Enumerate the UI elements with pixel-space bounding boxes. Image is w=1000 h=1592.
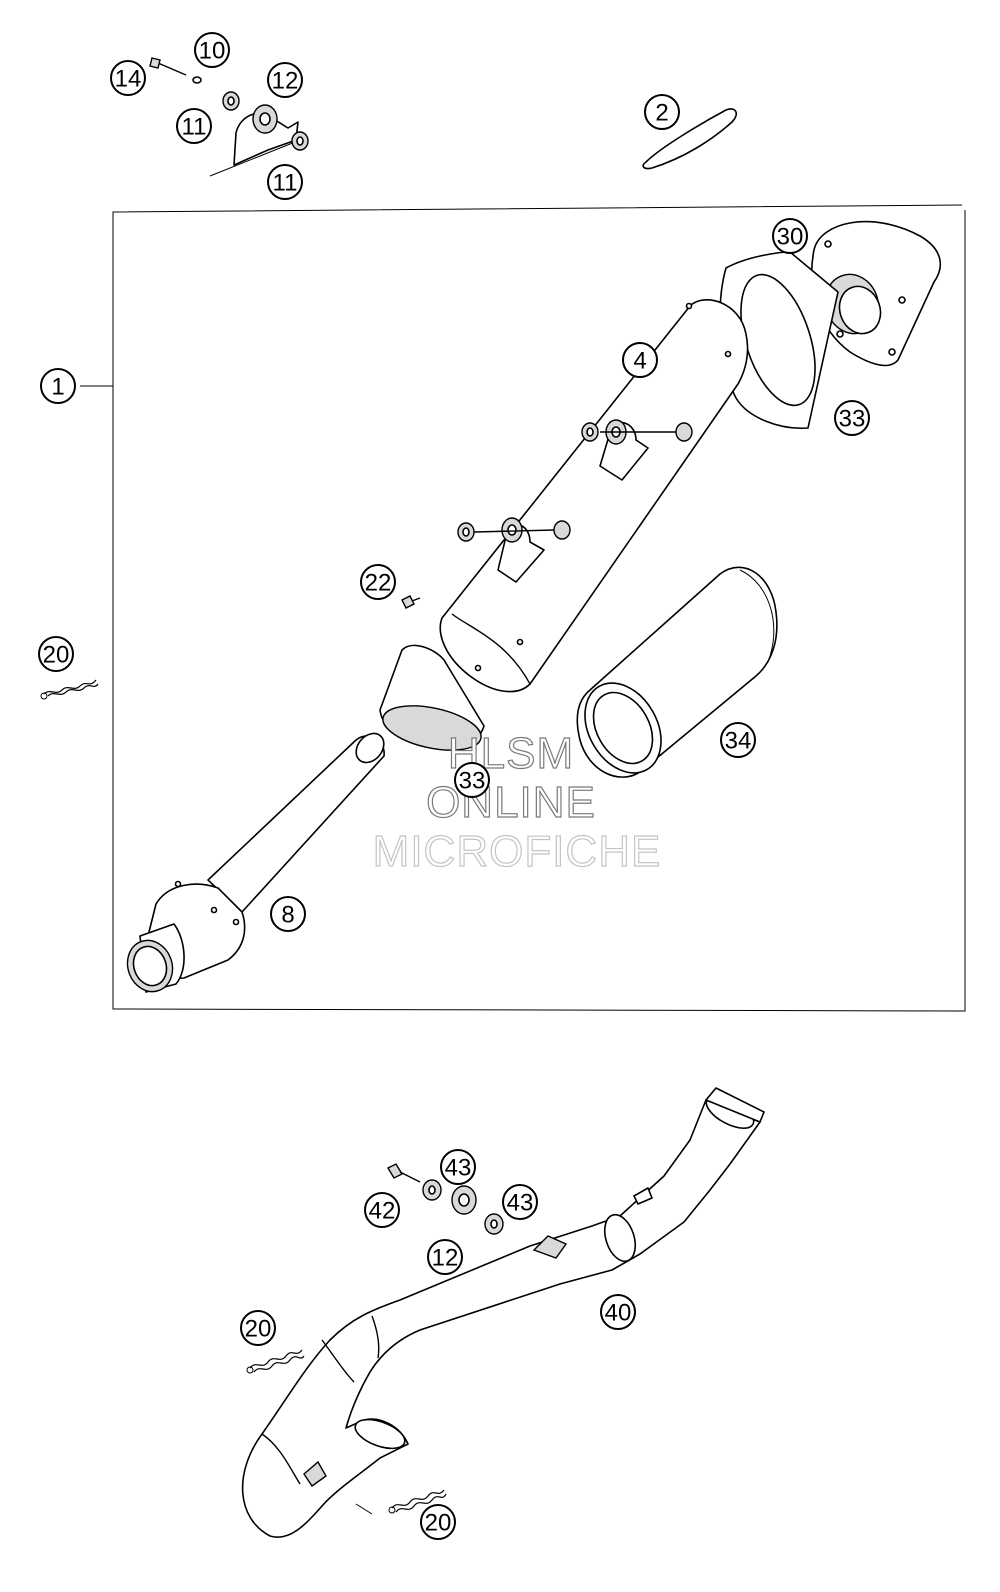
callout-42: 42 — [364, 1192, 400, 1228]
callout-label: 10 — [199, 38, 226, 65]
callout-label: 12 — [272, 68, 299, 95]
callout-11-lower: 11 — [267, 164, 303, 200]
callout-label: 43 — [445, 1155, 472, 1182]
callout-20-left: 20 — [38, 636, 74, 672]
callout-4: 4 — [622, 342, 658, 378]
callout-43-upper: 43 — [440, 1149, 476, 1185]
callout-33-rear: 33 — [834, 400, 870, 436]
callout-10: 10 — [194, 32, 230, 68]
callout-label: 1 — [51, 374, 64, 401]
callout-label: 2 — [655, 100, 668, 127]
callout-8: 8 — [270, 896, 306, 932]
callout-label: 33 — [459, 768, 486, 795]
callout-12-lower: 12 — [427, 1239, 463, 1275]
screw — [401, 595, 421, 609]
spring-bottom — [388, 1489, 447, 1514]
muffler-assembly-frame — [80, 204, 966, 1012]
callout-label: 11 — [273, 170, 298, 197]
rear-cone — [719, 251, 839, 429]
callout-20-bottom: 20 — [420, 1504, 456, 1540]
callout-33-front: 33 — [454, 762, 490, 798]
callout-20-header: 20 — [240, 1310, 276, 1346]
watermark-line-3: MICROFICHE — [373, 827, 662, 876]
spring-header — [246, 1349, 305, 1374]
spring-left — [40, 679, 99, 700]
callout-label: 30 — [777, 224, 804, 251]
inner-pipe — [126, 732, 385, 993]
callout-label: 4 — [633, 348, 646, 375]
callout-34: 34 — [720, 722, 756, 758]
muffler-body — [439, 299, 749, 693]
callout-14: 14 — [110, 60, 146, 96]
callout-label: 43 — [507, 1190, 534, 1217]
callout-label: 12 — [432, 1245, 459, 1272]
callout-label: 20 — [425, 1510, 452, 1537]
end-cap — [810, 220, 942, 367]
header-mount-hardware — [387, 1163, 504, 1235]
callout-22: 22 — [360, 564, 396, 600]
callout-30: 30 — [772, 218, 808, 254]
watermark-line-2: ONLINE — [426, 778, 596, 827]
callout-label: 33 — [839, 406, 866, 433]
packing-sleeve — [576, 566, 778, 778]
callout-label: 8 — [281, 902, 294, 929]
callout-label: 14 — [115, 66, 142, 93]
callout-12-upper: 12 — [267, 62, 303, 98]
mounting-bracket — [149, 57, 309, 177]
callout-label: 34 — [725, 728, 752, 755]
callout-label: 40 — [605, 1300, 632, 1327]
callout-label: 22 — [365, 570, 392, 597]
callout-11-upper: 11 — [176, 108, 212, 144]
callout-label: 20 — [245, 1316, 272, 1343]
callout-label: 11 — [182, 114, 207, 141]
callout-40: 40 — [600, 1294, 636, 1330]
front-cone — [379, 644, 485, 751]
callout-label: 20 — [43, 642, 70, 669]
callout-2: 2 — [644, 94, 680, 130]
heat-shield-strip — [642, 108, 738, 170]
callout-label: 42 — [369, 1198, 396, 1225]
callout-43-lower: 43 — [502, 1184, 538, 1220]
callout-1: 1 — [40, 368, 76, 404]
header-pipe — [241, 1087, 765, 1538]
watermark: HLSM ONLINE MICROFICHE — [372, 728, 662, 876]
